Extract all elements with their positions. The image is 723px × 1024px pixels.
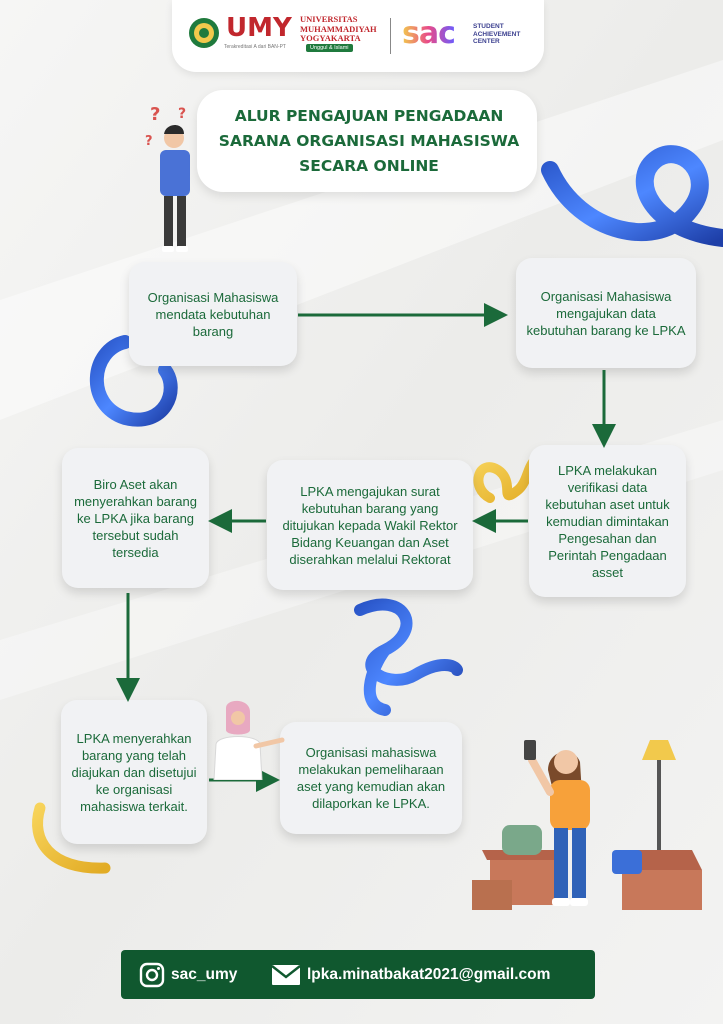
instagram-handle: sac_umy	[171, 966, 238, 983]
header-divider	[390, 18, 391, 54]
title-pill	[197, 90, 537, 192]
yellow-squiggle-mid	[473, 451, 548, 503]
step-1-box: Organisasi Mahasiswa mendata kebutuhan b…	[129, 262, 297, 366]
footer-contact-bar: sac_umy lpka.minatbakat2021@gmail.com	[121, 950, 595, 999]
step-3-box: LPKA melakukan verifikasi data kebutuhan…	[529, 445, 686, 597]
step-1-text: Organisasi Mahasiswa mendata kebutuhan b…	[147, 289, 279, 339]
umy-emblem-icon	[189, 18, 219, 48]
blue-ribbon-top-right	[541, 145, 723, 247]
step-4-box: LPKA mengajukan surat kebutuhan barang y…	[267, 460, 473, 590]
sac-logo-text: sac	[402, 16, 456, 51]
footer-instagram[interactable]: sac_umy	[139, 962, 237, 988]
presenting-woman-illustration	[213, 700, 285, 780]
yellow-arc-bottom-left	[32, 802, 111, 874]
step-3-text: LPKA melakukan verifikasi data kebutuhan…	[545, 462, 670, 580]
step-4-text: LPKA mengajukan surat kebutuhan barang y…	[282, 483, 458, 567]
header-logos-card: UMY UNIVERSITAS MUHAMMADIYAH YOGYAKARTA …	[172, 0, 544, 72]
woman-with-boxes-illustration	[472, 740, 702, 910]
sac-full-name: STUDENT ACHIEVEMENT CENTER	[473, 23, 521, 45]
step-2-text: Organisasi Mahasiswa mengajukan data keb…	[526, 288, 686, 338]
instagram-icon	[139, 962, 165, 988]
blue-ring-left	[89, 335, 178, 427]
step-5-box: Biro Aset akan menyerahkan barang ke LPK…	[62, 448, 209, 588]
blue-squiggle-mid	[354, 598, 463, 716]
step-2-box: Organisasi Mahasiswa mengajukan data keb…	[516, 258, 696, 368]
umy-university-name: UNIVERSITAS MUHAMMADIYAH YOGYAKARTA	[300, 14, 377, 43]
step-5-text: Biro Aset akan menyerahkan barang ke LPK…	[74, 476, 197, 560]
step-6-text: LPKA menyerahkan barang yang telah diaju…	[71, 730, 197, 814]
email-address: lpka.minatbakat2021@gmail.com	[307, 966, 551, 983]
umy-tagline-badge: Unggul & Islami	[306, 44, 353, 52]
page-title: ALUR PENGAJUAN PENGADAAN SARANA ORGANISA…	[218, 107, 520, 175]
umy-small-print: Terakreditasi A dari BAN-PT	[224, 44, 286, 50]
step-7-box: Organisasi mahasiswa melakukan pemelihar…	[280, 722, 462, 834]
step-6-box: LPKA menyerahkan barang yang telah diaju…	[61, 700, 207, 844]
svg-text:?: ?	[150, 104, 160, 125]
svg-text:?: ?	[178, 106, 186, 122]
footer-email[interactable]: lpka.minatbakat2021@gmail.com	[271, 962, 550, 988]
umy-logo-text: UMY	[226, 13, 292, 43]
step-7-text: Organisasi mahasiswa melakukan pemelihar…	[296, 745, 446, 811]
svg-text:?: ?	[145, 134, 153, 149]
envelope-icon	[271, 965, 301, 985]
